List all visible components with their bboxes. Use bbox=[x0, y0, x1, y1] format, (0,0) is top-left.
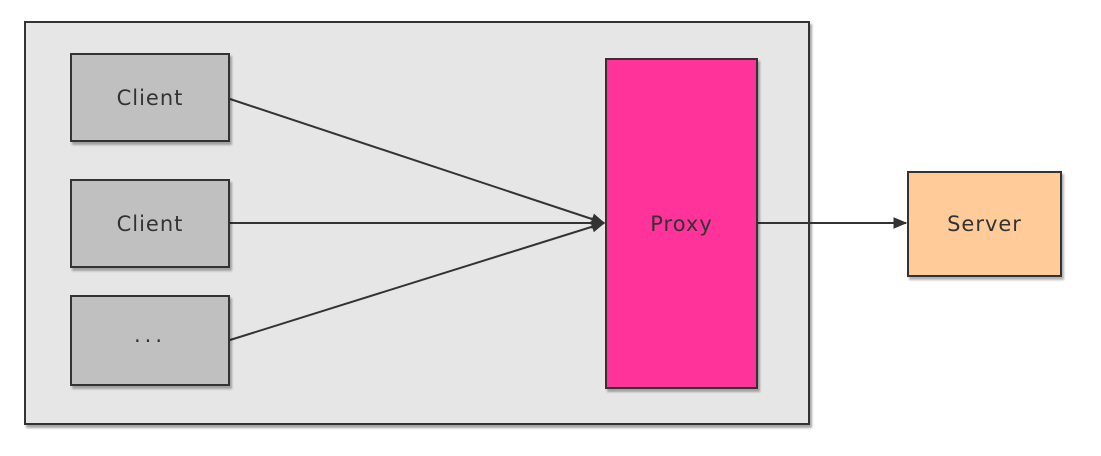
client-node-ellipsis-label: ... bbox=[133, 322, 167, 347]
server-node: Server bbox=[907, 171, 1062, 277]
client-node-ellipsis: ... bbox=[70, 295, 230, 386]
client-node-2-label: Client bbox=[116, 211, 184, 236]
proxy-node: Proxy bbox=[605, 58, 758, 389]
server-node-label: Server bbox=[947, 212, 1022, 236]
proxy-node-label: Proxy bbox=[650, 211, 713, 236]
client-node-2: Client bbox=[70, 179, 230, 268]
client-node-1-label: Client bbox=[116, 85, 184, 110]
client-node-1: Client bbox=[70, 53, 230, 142]
